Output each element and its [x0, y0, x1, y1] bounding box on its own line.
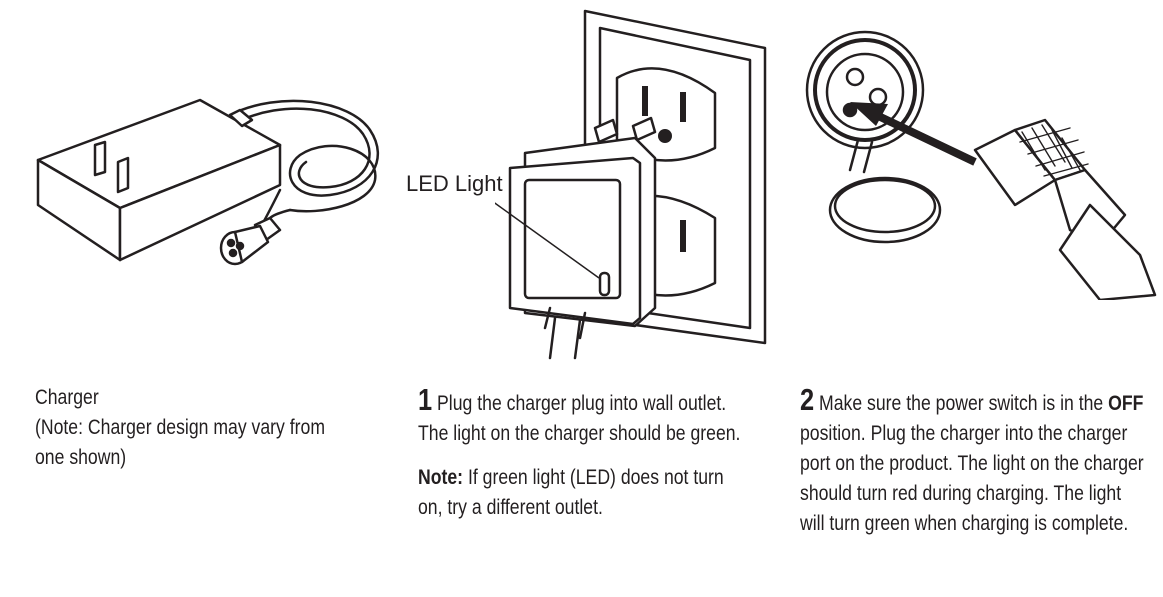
- step-1-number: 1: [418, 382, 433, 417]
- charger-illustration: [36, 98, 380, 266]
- charger-label: Charger: [35, 385, 99, 409]
- step-2-text-start: Make sure the power switch is in the: [819, 391, 1104, 415]
- step-1-instruction: 1 Plug the charger plug into wall outlet…: [418, 384, 750, 448]
- charger-design-note: (Note: Charger design may vary from one …: [35, 415, 326, 469]
- note-text: If green light (LED) does not turn on, t…: [418, 465, 724, 519]
- step-2-text-end: position. Plug the charger into the char…: [800, 421, 1144, 535]
- wall-outlet-illustration: [495, 9, 767, 360]
- off-position-word: OFF: [1108, 391, 1144, 415]
- step-2-instruction: 2 Make sure the power switch is in the O…: [800, 384, 1149, 538]
- step-2-number: 2: [800, 382, 815, 417]
- note-label: Note:: [418, 465, 464, 489]
- step-1-note: Note: If green light (LED) does not turn…: [418, 462, 750, 522]
- charger-port-illustration: [805, 30, 1157, 300]
- charger-caption: Charger (Note: Charger design may vary f…: [35, 382, 347, 472]
- led-light-label: LED Light: [406, 171, 503, 196]
- step-1-caption: 1 Plug the charger plug into wall outlet…: [418, 384, 750, 522]
- step-1-text: Plug the charger plug into wall outlet. …: [418, 391, 741, 445]
- step-2-caption: 2 Make sure the power switch is in the O…: [800, 384, 1149, 538]
